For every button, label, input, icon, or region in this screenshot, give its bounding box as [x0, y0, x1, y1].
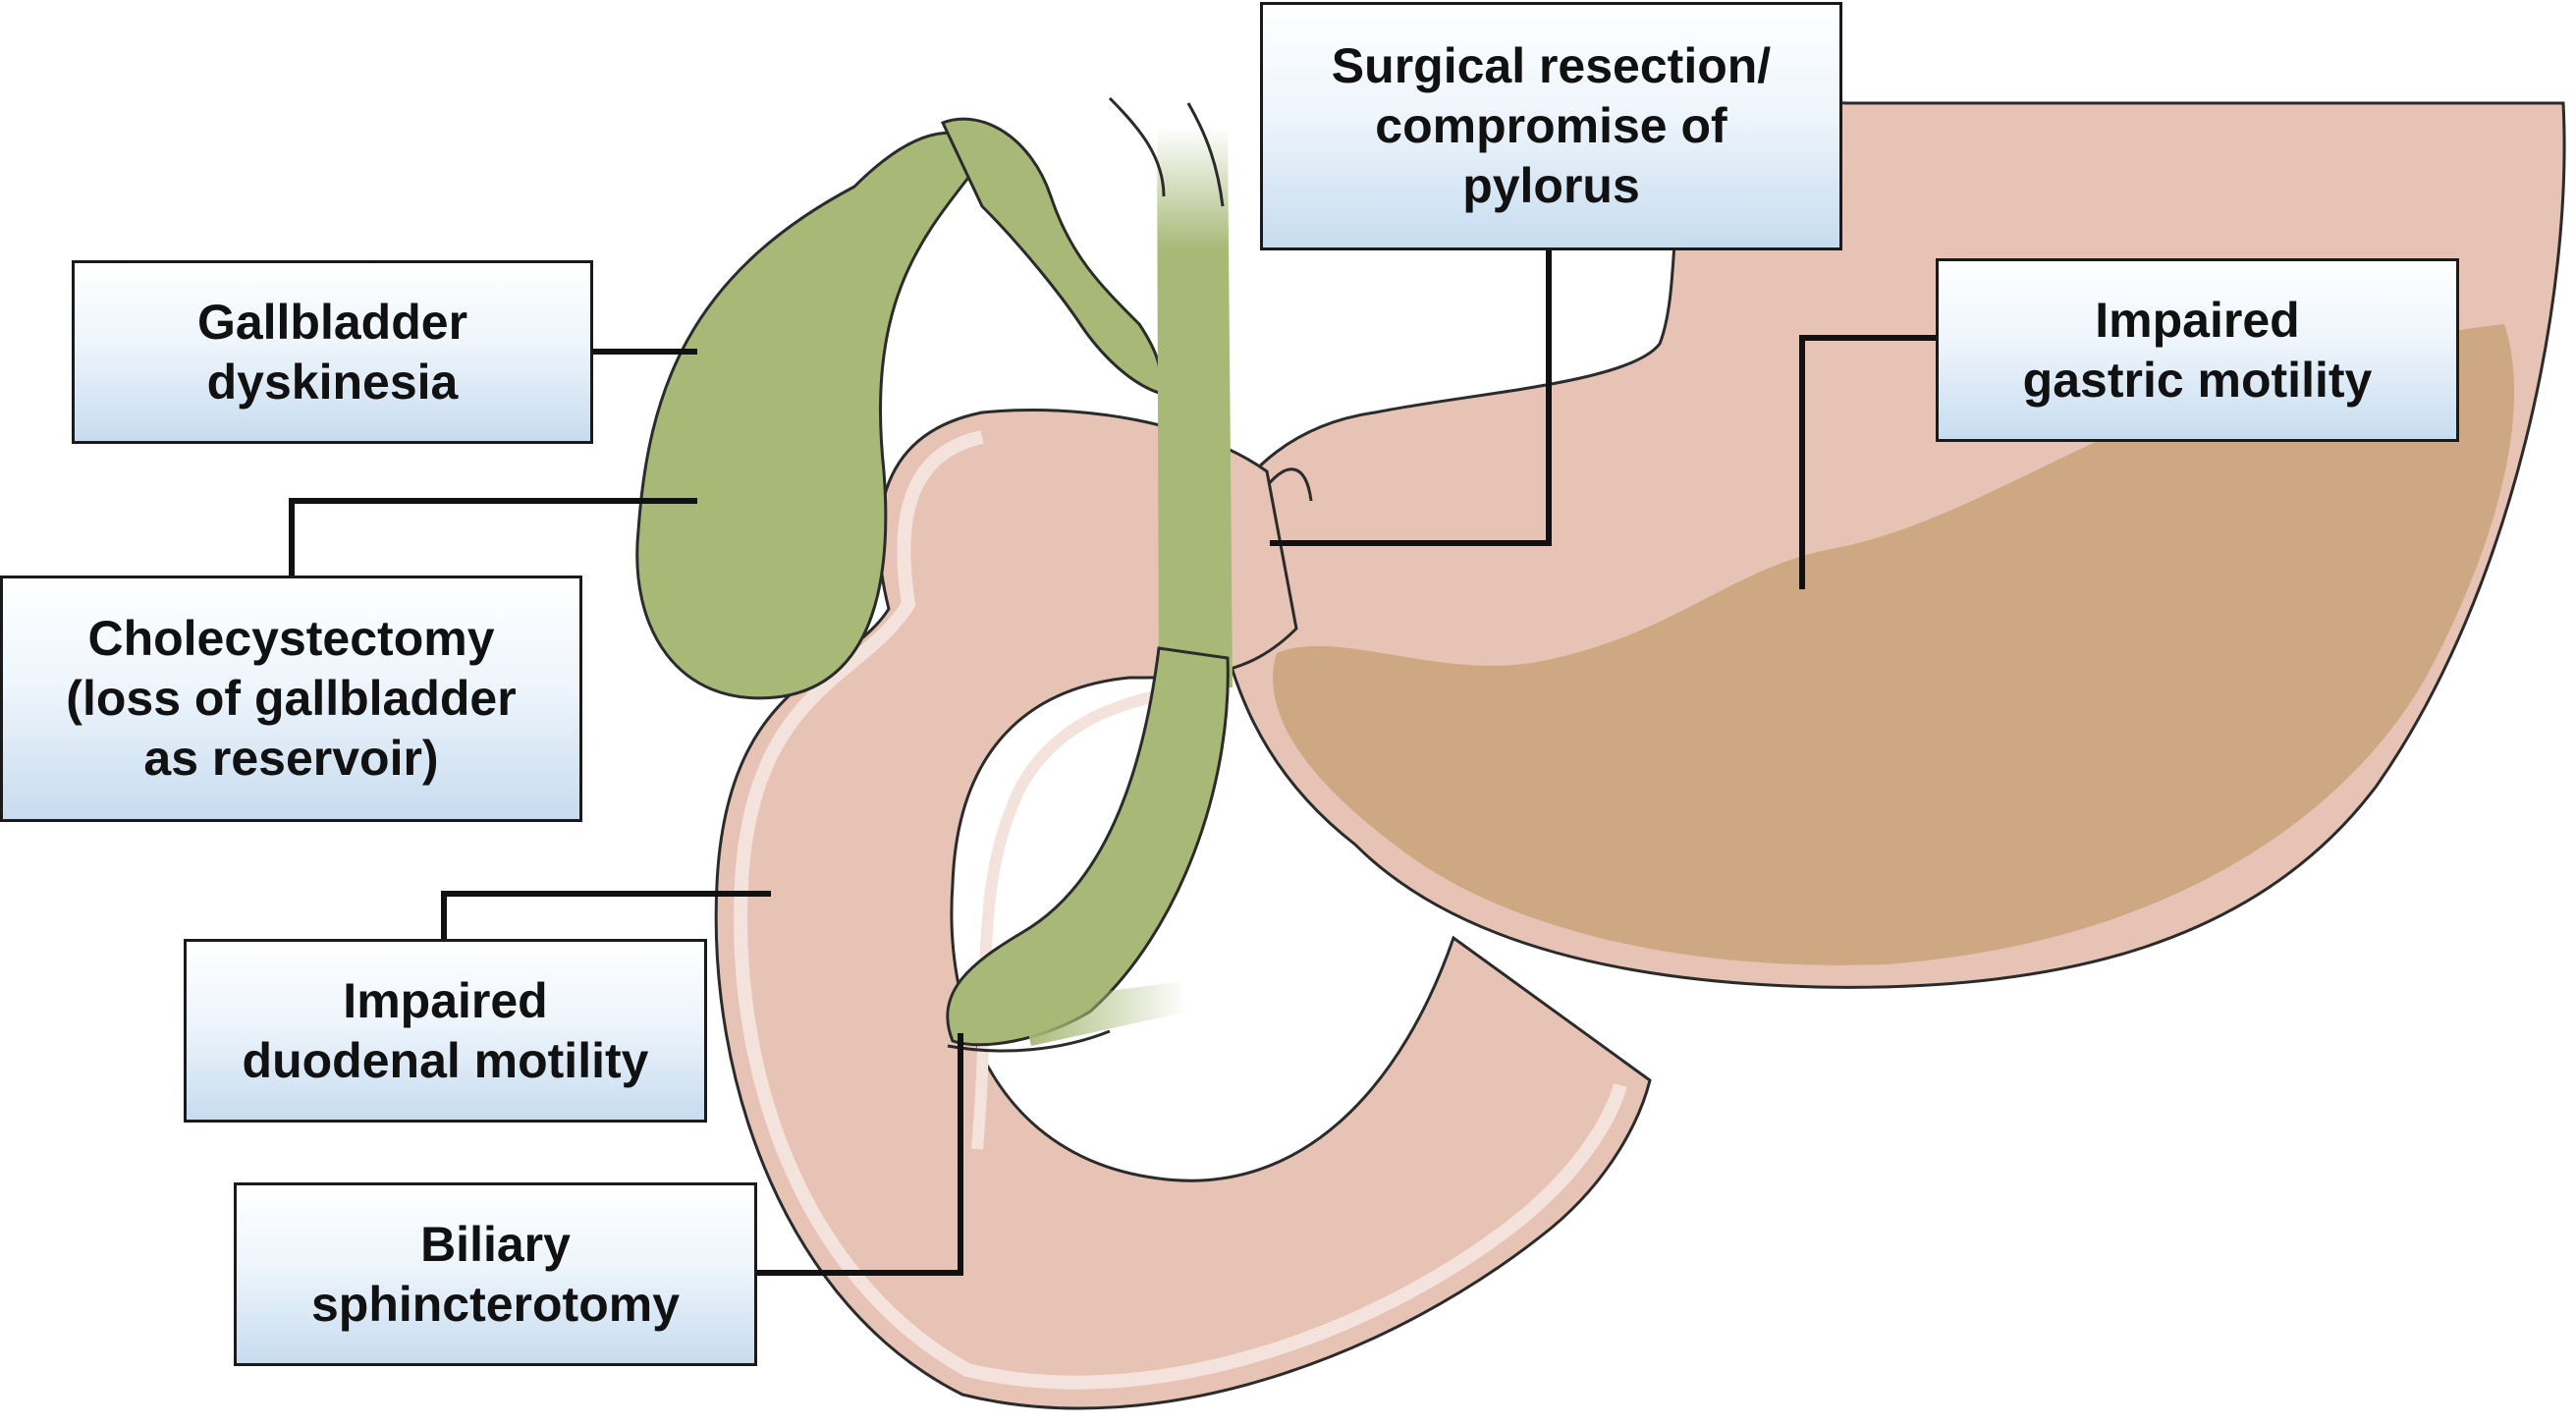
hepatic-duct-right	[1186, 102, 1225, 207]
leader-impaired-duodenal-motility	[441, 891, 771, 941]
label-biliary-sphincterotomy: Biliary sphincterotomy	[234, 1182, 757, 1366]
common-hepatic-duct	[1157, 128, 1233, 687]
pancreatic-duct	[1021, 982, 1188, 1046]
cystic-duct	[940, 117, 1163, 395]
leader-surgical-resection-pylorus	[1270, 247, 1552, 546]
leader-cholecystectomy	[289, 498, 697, 577]
duodenum	[714, 409, 1652, 1410]
hepatic-duct-left	[1108, 96, 1166, 197]
leader-impaired-gastric-motility	[1799, 335, 1937, 589]
leader-lines	[289, 247, 1937, 1276]
label-impaired-duodenal-motility: Impaired duodenal motility	[184, 939, 707, 1123]
label-cholecystectomy: Cholecystectomy (loss of gallbladder as …	[0, 576, 582, 822]
leader-biliary-sphincterotomy	[754, 1033, 963, 1276]
pylorus-notch	[1265, 467, 1313, 502]
gastric-contents	[1273, 324, 2515, 965]
common-bile-duct	[946, 646, 1230, 1047]
biliary-tree	[635, 96, 1233, 1053]
label-gallbladder-dyskinesia: Gallbladder dyskinesia	[72, 260, 593, 444]
label-impaired-gastric-motility: Impaired gastric motility	[1936, 258, 2459, 442]
ampulla	[947, 1029, 1111, 1053]
label-surgical-resection-pylorus: Surgical resection/ compromise of pyloru…	[1260, 2, 1842, 250]
duodenal-wall	[714, 409, 1652, 1410]
duodenal-lumen-rim	[734, 430, 1627, 1390]
